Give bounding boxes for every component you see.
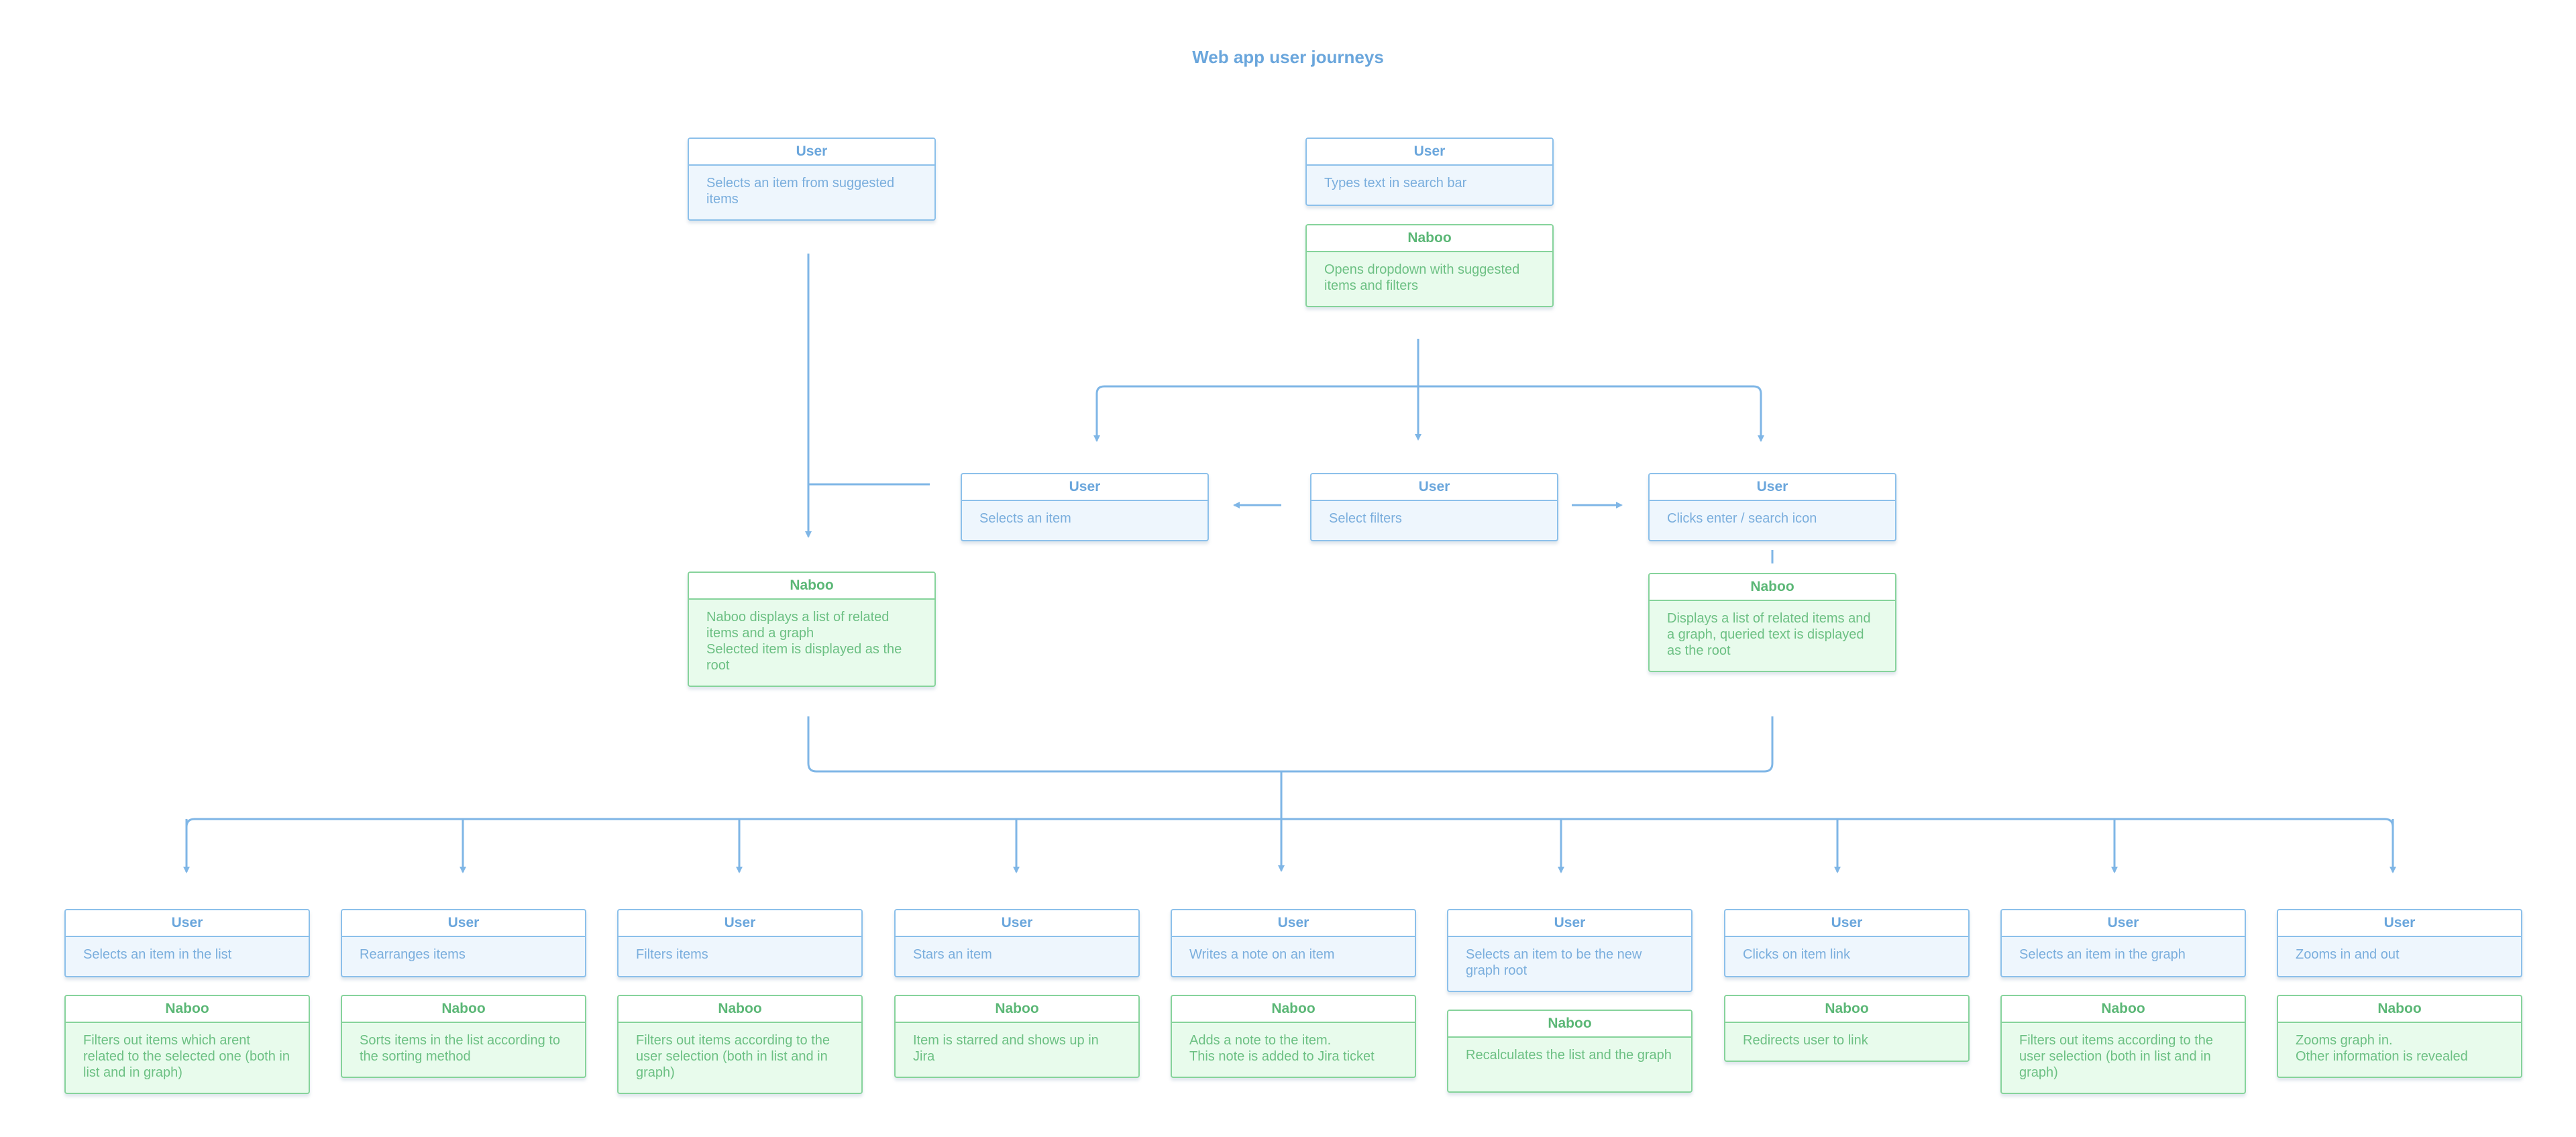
- user-card-header: User: [342, 910, 585, 937]
- naboo-card-text: Naboo displays a list of related items a…: [706, 610, 902, 673]
- naboo-card-text: Redirects user to link: [1743, 1033, 1868, 1048]
- naboo-card-text: Displays a list of related items and a g…: [1667, 611, 1871, 658]
- user-card-header: User: [1448, 910, 1691, 937]
- naboo-card-text: Opens dropdown with suggested items and …: [1324, 262, 1520, 293]
- naboo-card-header: Naboo: [689, 573, 934, 600]
- user-card-text: Selects an item in the list: [83, 947, 232, 962]
- user-card-header: User: [2278, 910, 2521, 937]
- user-card-header: User: [1172, 910, 1415, 937]
- user-card-header: User: [619, 910, 861, 937]
- naboo-card-header: Naboo: [1172, 996, 1415, 1023]
- user-card-header: User: [896, 910, 1138, 937]
- naboo-card-header: Naboo: [2278, 996, 2521, 1023]
- user-card-text: Selects an item: [979, 511, 1071, 526]
- user-card-header: User: [66, 910, 309, 937]
- naboo-card-header: Naboo: [342, 996, 585, 1023]
- line-9: [807, 716, 1774, 773]
- user-card-header: User: [1311, 474, 1557, 501]
- user-card-text: Clicks enter / search icon: [1667, 511, 1817, 526]
- naboo-card-text: Recalculates the list and the graph: [1466, 1048, 1672, 1063]
- naboo-card-text: Item is starred and shows up in Jira: [913, 1033, 1099, 1064]
- user-card-text: Selects an item from suggested items: [706, 176, 895, 207]
- naboo-card-header: Naboo: [1307, 225, 1552, 252]
- user-card-text: Clicks on item link: [1743, 947, 1851, 962]
- user-card-text: Selects an item in the graph: [2019, 947, 2186, 962]
- user-card-header: User: [689, 139, 934, 166]
- naboo-card-text: Zooms graph in. Other information is rev…: [2296, 1033, 2468, 1064]
- user-card-text: Rearranges items: [360, 947, 466, 962]
- user-card-text: Writes a note on an item: [1189, 947, 1335, 962]
- user-card-header: User: [1307, 139, 1552, 166]
- user-card-text: Types text in search bar: [1324, 176, 1467, 191]
- user-card-header: User: [1650, 474, 1895, 501]
- naboo-card-text: Filters out items according to the user …: [2019, 1033, 2214, 1080]
- naboo-card-header: Naboo: [2002, 996, 2245, 1023]
- user-card-text: Selects an item to be the new graph root: [1466, 947, 1642, 978]
- naboo-card-text: Adds a note to the item. This note is ad…: [1189, 1033, 1375, 1064]
- naboo-card-text: Filters out items which arent related to…: [83, 1033, 290, 1080]
- naboo-card-text: Filters out items according to the user …: [636, 1033, 830, 1080]
- naboo-card-header: Naboo: [66, 996, 309, 1023]
- line-3: [1095, 385, 1762, 439]
- line-11: [185, 818, 2394, 872]
- naboo-card-header: Naboo: [619, 996, 861, 1023]
- user-card-header: User: [962, 474, 1208, 501]
- user-card-header: User: [2002, 910, 2245, 937]
- naboo-card-text: Sorts items in the list according to the…: [360, 1033, 561, 1064]
- naboo-card-header: Naboo: [1725, 996, 1968, 1023]
- naboo-card-header: Naboo: [896, 996, 1138, 1023]
- naboo-card-header: Naboo: [1448, 1011, 1691, 1038]
- user-card-text: Stars an item: [913, 947, 992, 962]
- user-card-text: Zooms in and out: [2296, 947, 2400, 962]
- user-card-text: Filters items: [636, 947, 708, 962]
- naboo-card-header: Naboo: [1650, 574, 1895, 601]
- user-card-header: User: [1725, 910, 1968, 937]
- user-card-text: Select filters: [1329, 511, 1402, 526]
- diagram-title: Web app user journeys: [1192, 47, 1384, 67]
